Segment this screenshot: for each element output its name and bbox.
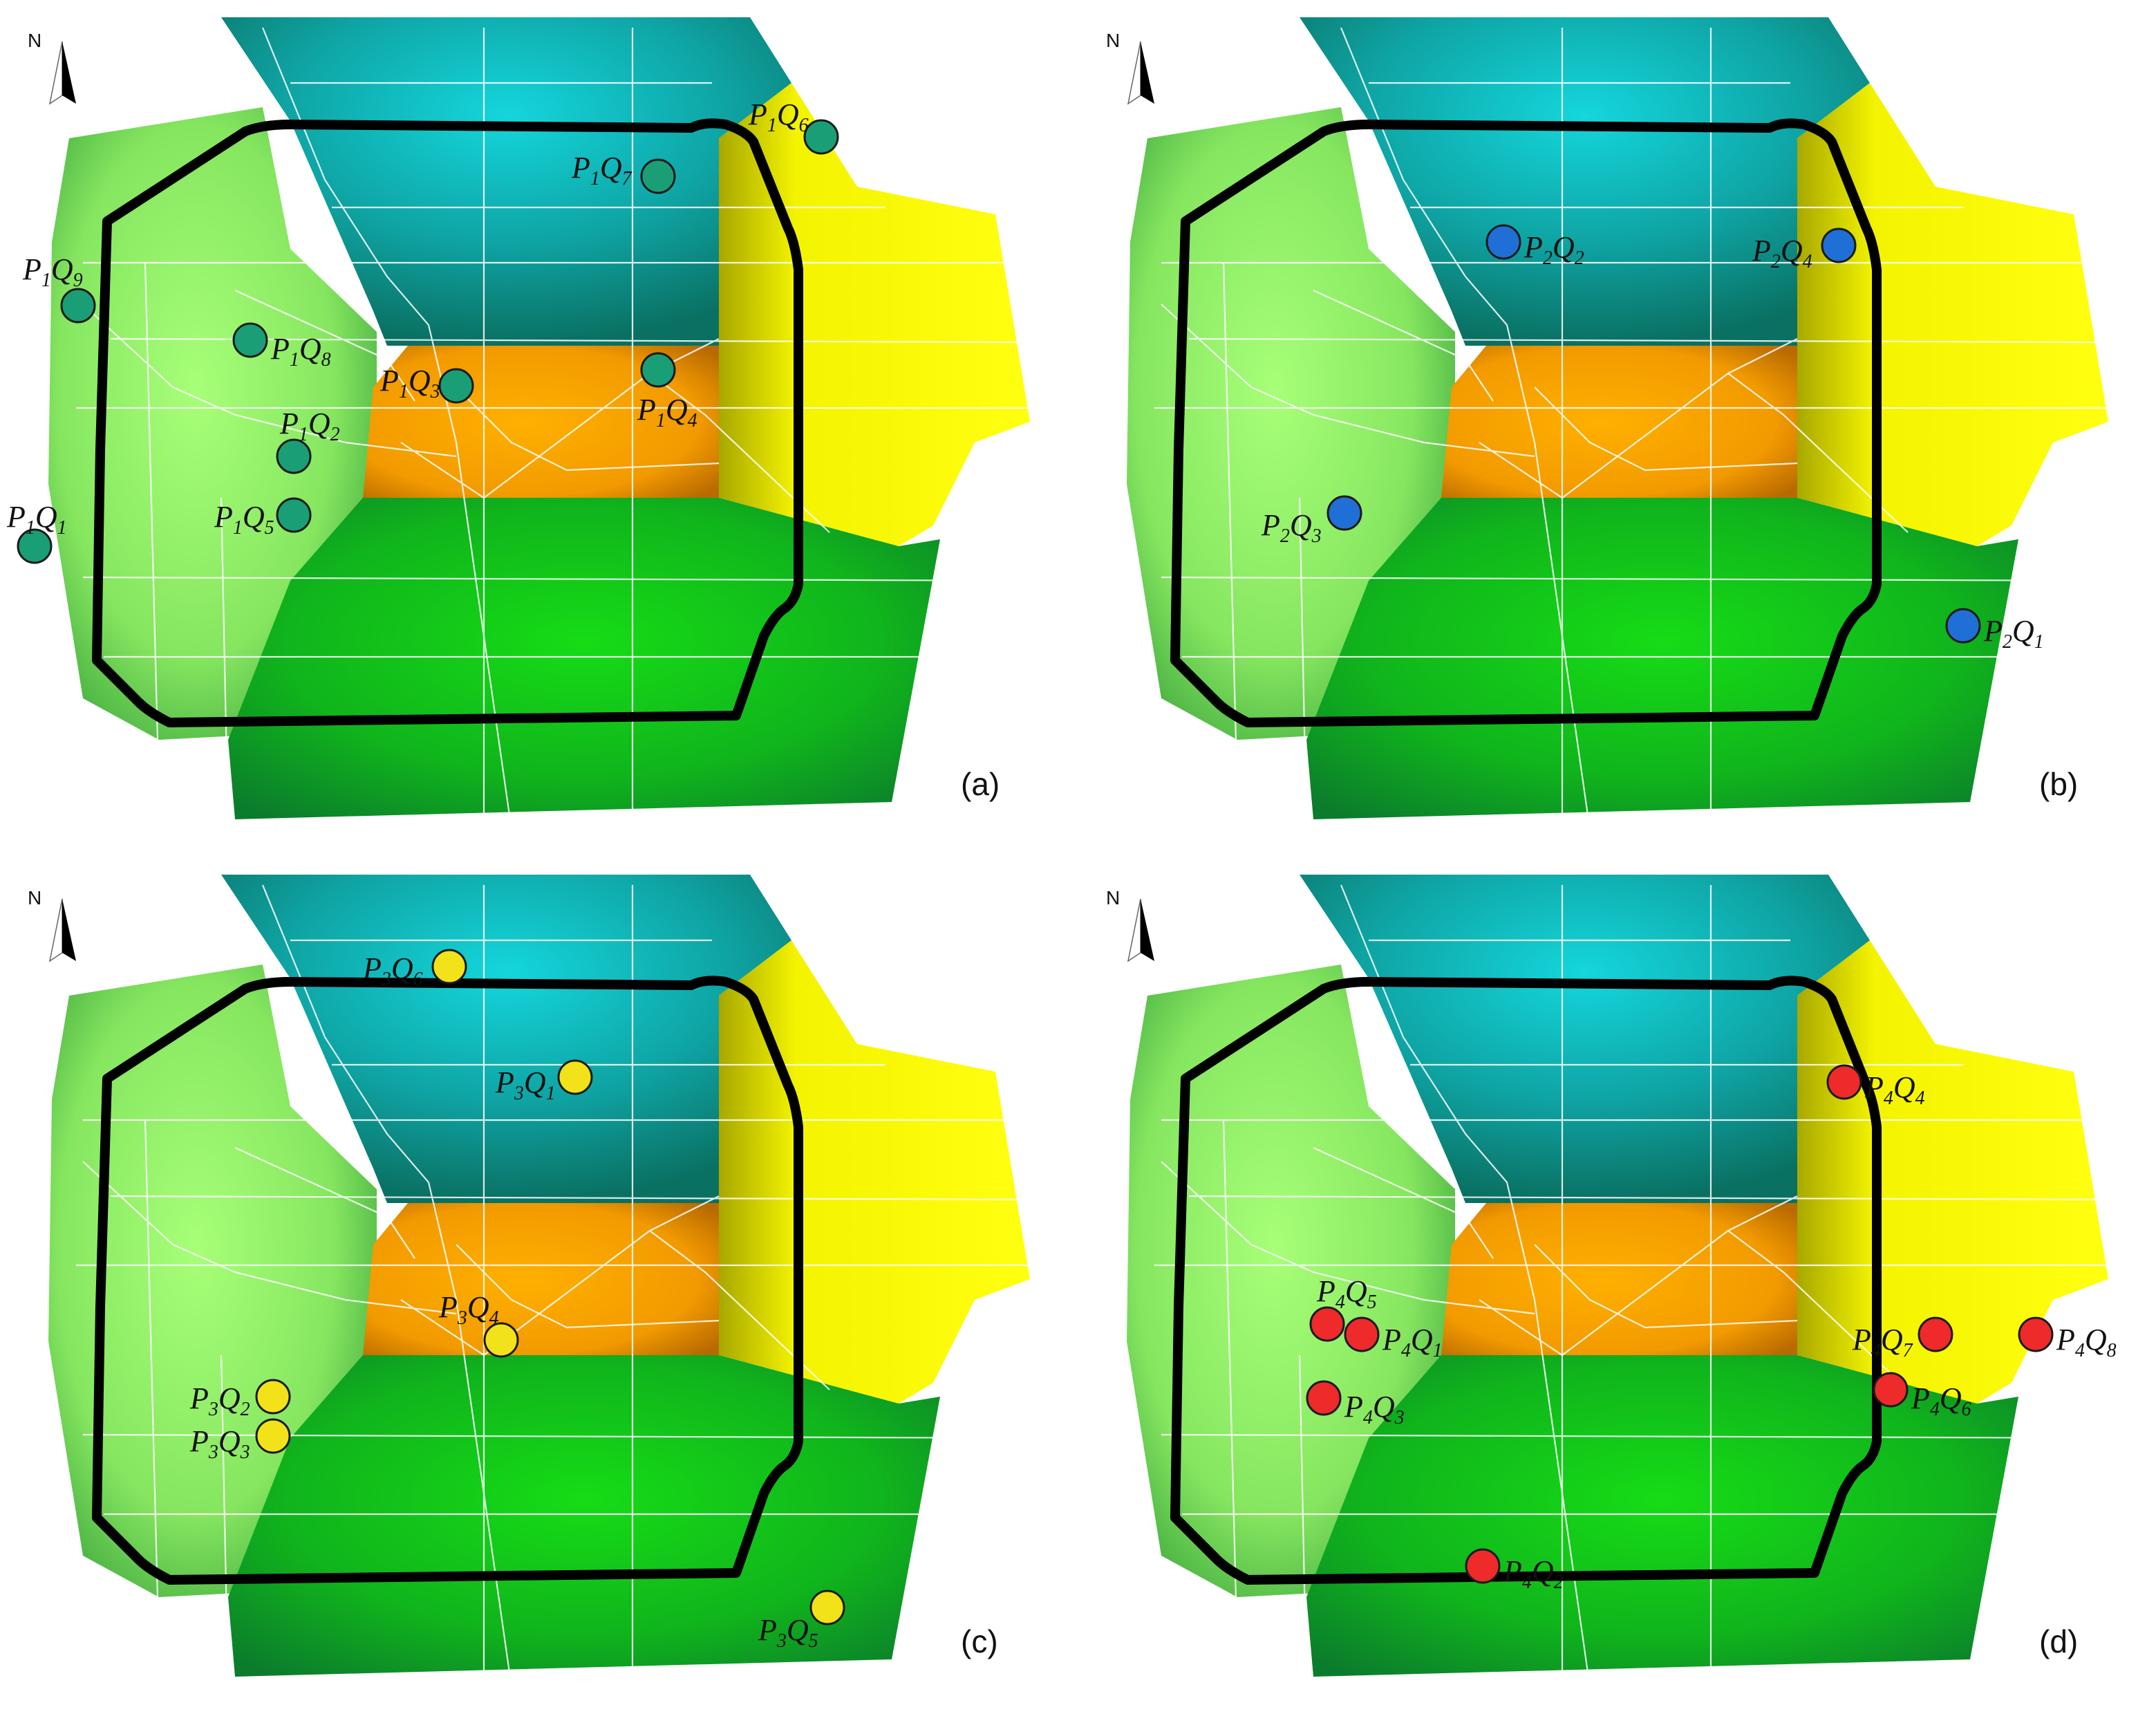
- sample-point-label: P4Q7: [1852, 1323, 1913, 1361]
- sample-point-label: P2Q3: [1261, 508, 1322, 547]
- sample-point-label: P4Q2: [1503, 1554, 1564, 1593]
- north-arrow-icon: [1127, 898, 1155, 962]
- sample-point-marker: [60, 288, 96, 324]
- sample-point-marker: [431, 949, 467, 985]
- sample-point-marker: [1465, 1548, 1501, 1584]
- sample-point-marker: [276, 497, 312, 533]
- sample-point-label: P4Q3: [1344, 1390, 1405, 1428]
- north-label: N: [1106, 30, 1120, 51]
- sample-point-marker: [232, 322, 268, 358]
- sample-point-label: P3Q1: [495, 1065, 556, 1104]
- sample-point-label: P1Q6: [748, 97, 809, 136]
- panel-label: (d): [2039, 1623, 2078, 1659]
- sample-point-marker: [1306, 1380, 1342, 1416]
- sample-point-label: P3Q3: [189, 1424, 250, 1463]
- sample-point-marker: [809, 1590, 845, 1625]
- sample-point-label: P1Q3: [379, 364, 440, 402]
- north-arrow-icon: [49, 898, 77, 962]
- north-arrow-icon: [1127, 41, 1155, 104]
- sample-point-label: P2Q4: [1752, 234, 1812, 272]
- panel-label: (c): [961, 1623, 998, 1659]
- base-map: [1127, 17, 2129, 830]
- sample-point-marker: [17, 528, 53, 564]
- sample-point-marker: [1945, 608, 1981, 644]
- sample-point-label: P4Q4: [1864, 1070, 1925, 1109]
- base-map: [48, 17, 1051, 830]
- sample-point-label: P1Q2: [279, 407, 340, 445]
- sample-point-label: P2Q2: [1524, 230, 1584, 269]
- sample-point-marker: [438, 368, 474, 404]
- sample-point-label: P3Q5: [758, 1613, 818, 1652]
- sample-point-marker: [1344, 1316, 1380, 1352]
- sample-point-label: P3Q2: [189, 1381, 250, 1420]
- panel-label: (b): [2039, 766, 2078, 802]
- sample-point-marker: [640, 158, 676, 194]
- sample-point-marker: [276, 438, 312, 474]
- north-label: N: [1106, 887, 1120, 909]
- sample-point-label: P1Q9: [22, 252, 83, 291]
- north-label: N: [28, 887, 41, 909]
- sample-point-label: P4Q5: [1316, 1274, 1377, 1313]
- sample-point-label: P1Q7: [571, 151, 632, 189]
- sample-point-label: P4Q1: [1382, 1323, 1443, 1361]
- sample-point-label: P1Q8: [270, 332, 331, 371]
- sample-point-marker: [803, 119, 839, 155]
- north-label: N: [28, 30, 41, 51]
- sample-point-label: P1Q1: [6, 500, 67, 539]
- sample-point-label: P4Q6: [1911, 1381, 1971, 1420]
- sample-point-marker: [1485, 224, 1521, 260]
- sample-point-marker: [640, 352, 676, 388]
- sample-point-marker: [1873, 1372, 1909, 1408]
- sample-point-marker: [255, 1418, 291, 1454]
- sample-point-label: P3Q4: [438, 1290, 499, 1329]
- sample-point-label: P4Q8: [2056, 1323, 2117, 1361]
- sample-point-label: P1Q4: [637, 393, 697, 431]
- north-arrow-icon: [49, 41, 77, 104]
- sample-point-marker: [1826, 1064, 1862, 1100]
- sample-point-marker: [255, 1379, 291, 1415]
- sample-point-marker: [2018, 1316, 2054, 1352]
- base-map: [1127, 875, 2129, 1687]
- sample-point-marker: [1918, 1316, 1953, 1352]
- sample-point-label: P3Q6: [362, 951, 423, 990]
- sample-point-marker: [557, 1059, 593, 1095]
- sample-point-marker: [483, 1322, 519, 1358]
- sample-point-marker: [1327, 495, 1362, 531]
- panel-label: (a): [961, 766, 1000, 802]
- base-map: [48, 875, 1051, 1687]
- sample-point-marker: [1821, 227, 1857, 263]
- sample-point-marker: [1309, 1306, 1345, 1342]
- sample-point-label: P2Q1: [1983, 614, 2044, 653]
- sample-point-label: P1Q5: [214, 500, 274, 539]
